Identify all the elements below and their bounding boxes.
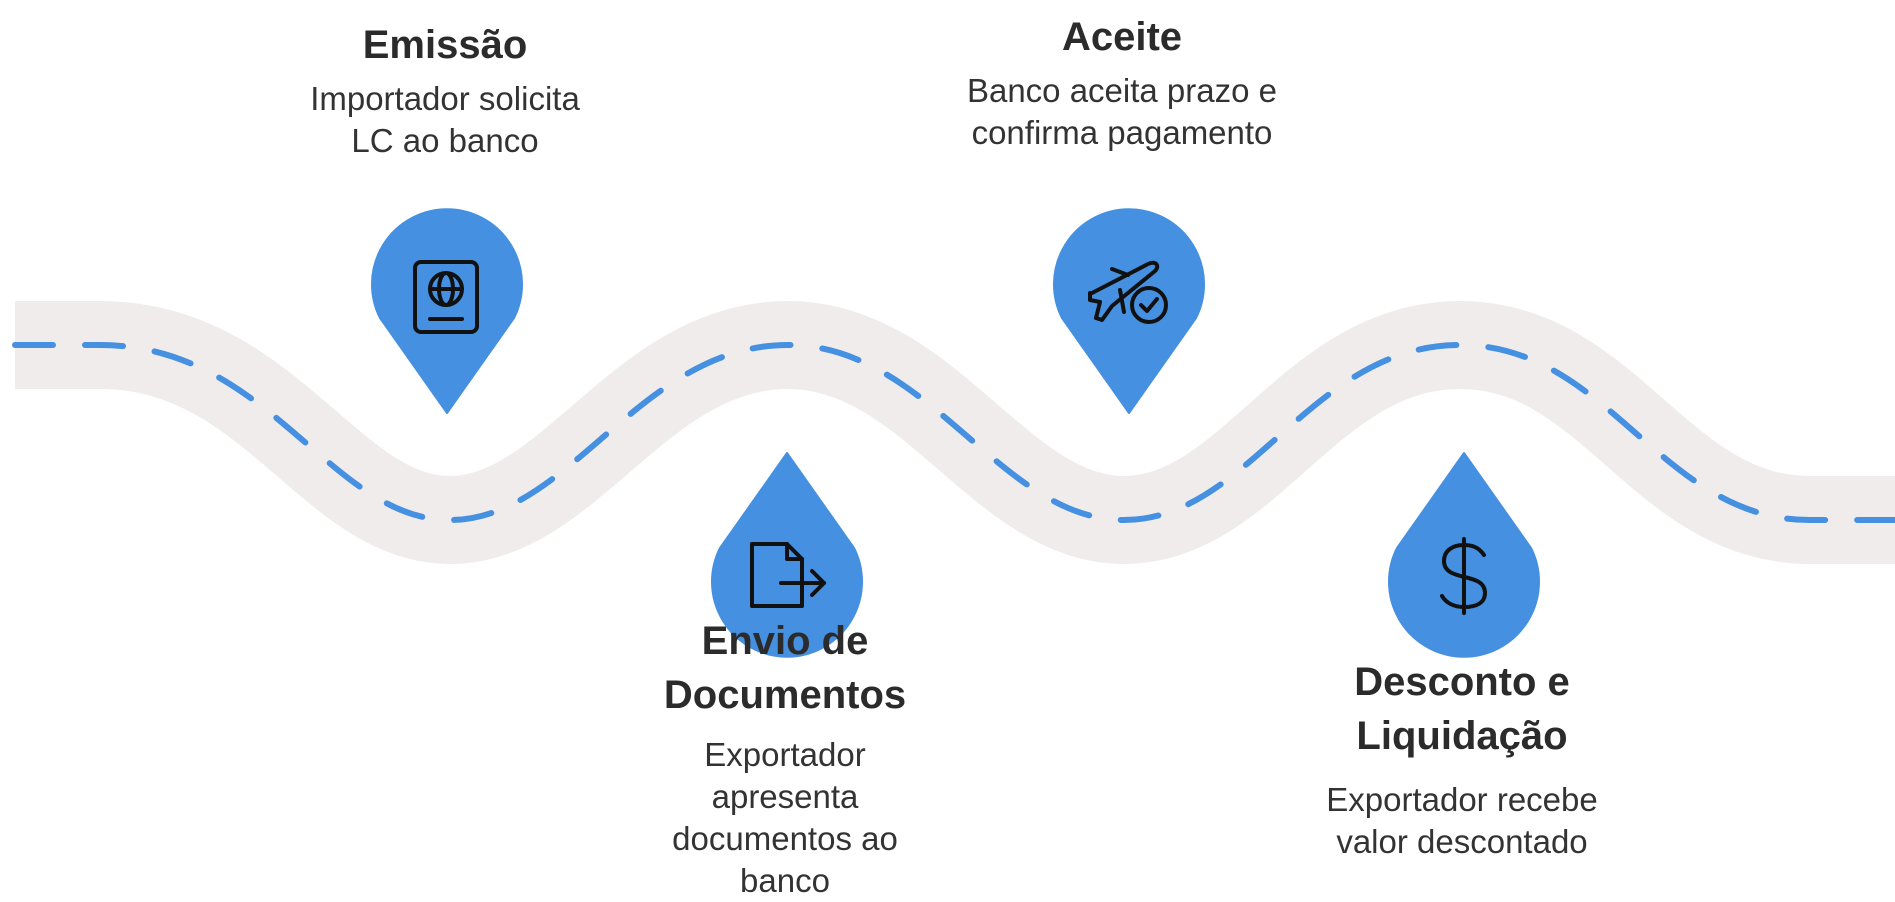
desc-line: Importador solicita xyxy=(310,80,580,117)
step-emissao: Emissão Importador solicita LC ao banco xyxy=(245,18,645,162)
title-line: Desconto e xyxy=(1354,660,1570,704)
step-title: Desconto e Liquidação xyxy=(1262,655,1662,763)
step-description: Banco aceita prazo e confirma pagamento xyxy=(922,70,1322,154)
passport-icon xyxy=(413,260,479,334)
title-line: Envio de xyxy=(701,619,869,663)
step-aceite: Aceite Banco aceita prazo e confirma pag… xyxy=(922,10,1322,154)
step-description: Importador solicita LC ao banco xyxy=(245,78,645,162)
road-center-dashes xyxy=(12,341,1895,524)
document-export-icon xyxy=(750,542,826,608)
title-line: Liquidação xyxy=(1356,714,1568,758)
step-description: Exportador apresenta documentos ao banco xyxy=(585,734,985,902)
title-line: Documentos xyxy=(663,673,907,717)
step-title: Aceite xyxy=(1061,15,1183,59)
desc-line: banco xyxy=(740,862,830,899)
step-description: Exportador recebe valor descontado xyxy=(1262,779,1662,863)
pin-emissao xyxy=(371,208,523,414)
desc-line: Banco aceita prazo e xyxy=(966,72,1278,109)
desc-line: Exportador xyxy=(704,736,866,773)
pin-envio-documentos xyxy=(711,452,863,658)
desc-line: documentos ao xyxy=(672,820,898,857)
desc-line: LC ao banco xyxy=(351,122,539,159)
desc-line: Exportador recebe xyxy=(1326,781,1598,818)
step-desconto-liquidacao: Desconto e Liquidação Exportador recebe … xyxy=(1262,655,1662,863)
step-title: Emissão xyxy=(362,23,528,67)
desc-line: apresenta xyxy=(711,778,859,815)
pin-desconto-liquidacao xyxy=(1388,452,1540,658)
step-envio-documentos: Envio de Documentos Exportador apresenta… xyxy=(585,614,985,902)
step-title: Envio de Documentos xyxy=(585,614,985,722)
dollar-icon xyxy=(1440,537,1487,615)
pin-aceite xyxy=(1053,208,1205,414)
desc-line: confirma pagamento xyxy=(971,114,1273,151)
airplane-check-icon xyxy=(1088,260,1168,324)
desc-line: valor descontado xyxy=(1336,823,1588,860)
